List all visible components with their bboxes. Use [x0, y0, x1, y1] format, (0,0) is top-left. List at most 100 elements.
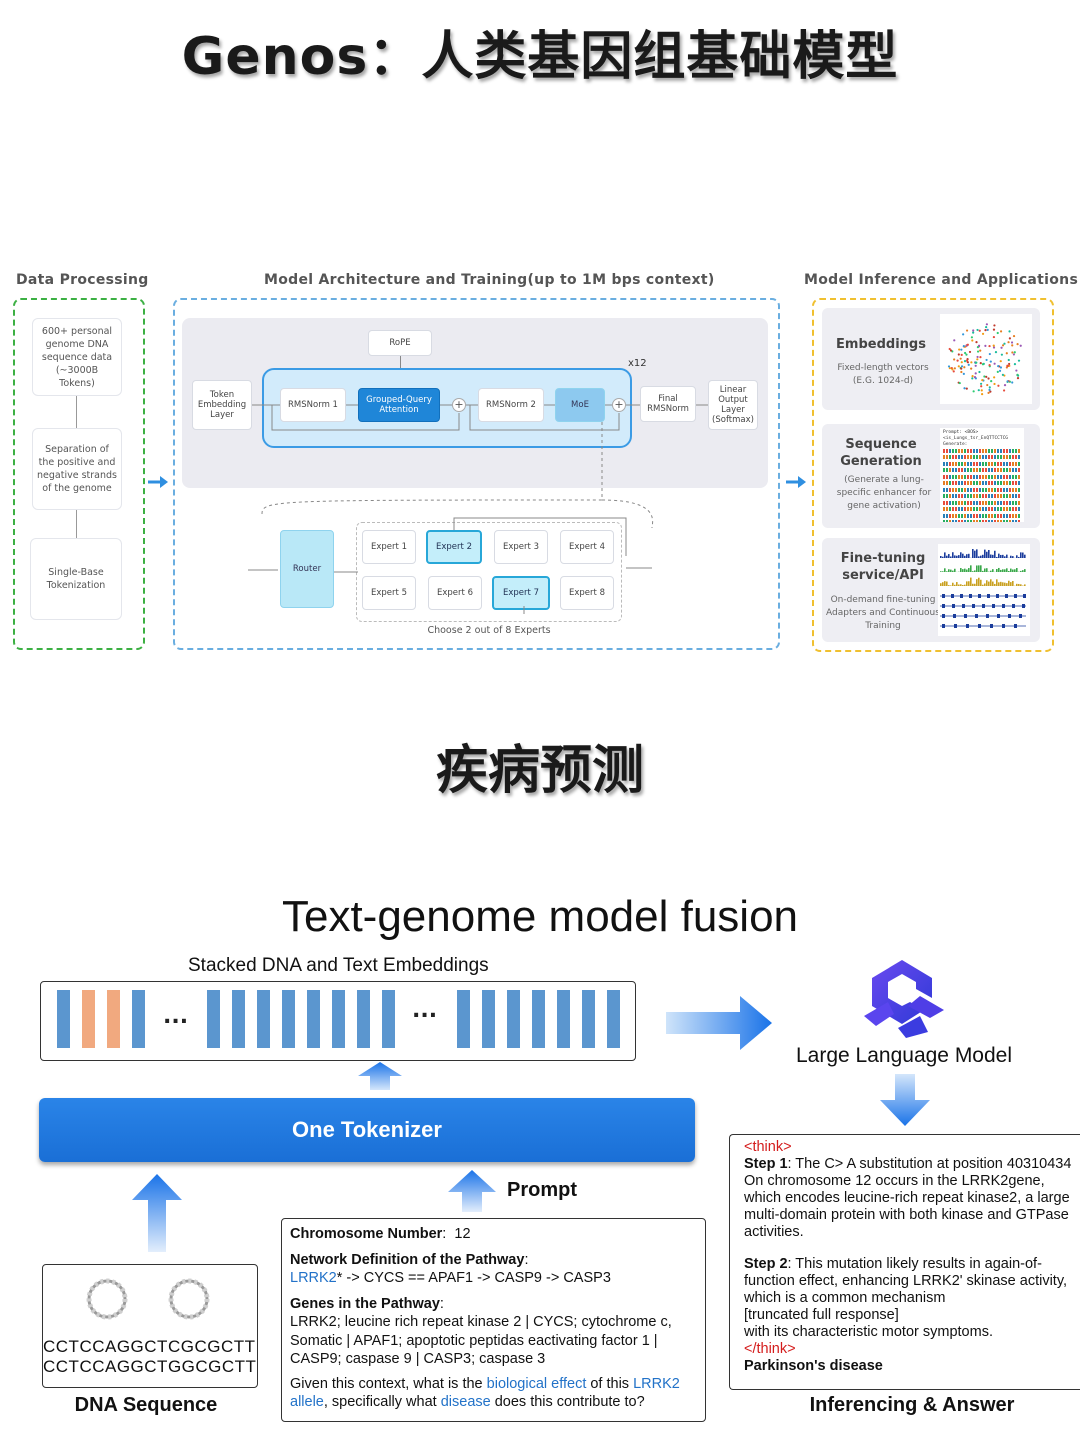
track-mark: [1008, 614, 1011, 618]
seq-base: [970, 494, 972, 498]
seq-base: [994, 500, 996, 505]
embedding-bar: [482, 990, 495, 1048]
seq-base: [991, 474, 993, 479]
track-mark: [1018, 583, 1020, 586]
track-mark: [946, 581, 948, 586]
track-mark: [996, 579, 998, 586]
seq-base: [970, 520, 972, 522]
scatter-dot: [1011, 351, 1014, 354]
seq-base: [955, 520, 957, 522]
scatter-dot: [988, 344, 991, 348]
seq-base: [1003, 507, 1005, 511]
seq-base: [952, 461, 954, 466]
seq-base: [1006, 494, 1008, 498]
seq-base: [1009, 487, 1011, 492]
track-mark: [952, 604, 955, 608]
track-mark: [1014, 594, 1017, 598]
track-mark: [992, 604, 995, 608]
llm-logo-icon: [864, 960, 944, 1038]
seq-base: [1000, 455, 1002, 459]
scatter-dot: [956, 359, 959, 362]
chromosome-line: Chromosome Number: 12: [290, 1226, 471, 1242]
seq-base: [970, 481, 972, 485]
seq-generate: Generate:: [943, 442, 968, 447]
track-mark: [984, 583, 986, 586]
network-label: Network Definition of the Pathway: [290, 1251, 525, 1268]
dna-sequence-box: CCTCCAGGCTCGCGCTT CCTCCAGGCTGGCGCTT: [42, 1264, 258, 1388]
track-mark: [1002, 554, 1004, 558]
scatter-dot: [1016, 343, 1019, 346]
seq-base: [955, 494, 957, 498]
seq-base: [988, 513, 990, 518]
question-highlight: LRRK2: [633, 1375, 680, 1392]
seq-base: [988, 455, 990, 459]
step2-text: [truncated full response]: [744, 1307, 899, 1323]
scatter-dot: [970, 336, 974, 339]
seq-base: [946, 494, 948, 498]
seq-base: [949, 481, 951, 485]
track-mark: [970, 565, 972, 572]
seq-base: [1015, 507, 1017, 511]
dp-step-strand-separation: Separation of the positive and negative …: [32, 428, 122, 510]
track-mark: [1016, 583, 1018, 586]
seq-base: [958, 461, 960, 466]
expert-7: Expert 7: [492, 576, 550, 610]
track-mark: [1022, 604, 1025, 608]
seq-base: [967, 513, 969, 518]
scatter-dot: [971, 377, 974, 380]
data-processing-frame: [13, 298, 145, 650]
seq-row: [943, 507, 1021, 513]
expert-1: Expert 1: [362, 530, 416, 564]
scatter-dot: [997, 384, 1000, 387]
seq-base: [1012, 513, 1014, 518]
scatter-dot: [989, 360, 992, 363]
scatter-dot: [1010, 341, 1014, 344]
scatter-dot: [981, 379, 984, 382]
seq-base: [967, 455, 969, 459]
expert-6: Expert 6: [428, 576, 482, 610]
scatter-dot: [993, 382, 996, 386]
track-mark: [942, 624, 945, 628]
embedding-bar: [207, 990, 220, 1048]
question-part: Given this context, what is the: [290, 1375, 487, 1392]
track-mark: [952, 582, 954, 586]
track-mark: [966, 569, 968, 572]
track-mark: [986, 614, 989, 618]
seq-base: [982, 500, 984, 505]
seq-base: [1015, 520, 1017, 522]
scatter-dot: [981, 393, 984, 396]
track-mark: [969, 594, 972, 598]
track-mark: [954, 555, 956, 558]
seq-base: [1003, 481, 1005, 485]
scatter-dot: [979, 356, 982, 359]
embedding-bar: [57, 990, 70, 1048]
seq-base: [949, 455, 951, 459]
scatter-dot: [968, 350, 972, 354]
question-highlight: biological effect: [486, 1375, 587, 1392]
seq-base: [1009, 507, 1011, 511]
scatter-dot: [957, 365, 960, 368]
seq-base: [976, 513, 978, 518]
seq-base: [958, 468, 960, 472]
seq-base: [958, 520, 960, 522]
scatter-dot: [953, 358, 956, 361]
expert-8: Expert 8: [560, 576, 614, 610]
seq-base: [1018, 455, 1020, 459]
seq-base: [970, 468, 972, 472]
app-title-finetuning: Fine-tuning service/API: [840, 551, 926, 583]
seq-base: [961, 494, 963, 498]
scatter-dot: [1012, 334, 1016, 338]
scatter-dot: [988, 363, 991, 367]
scatter-dot: [977, 344, 981, 347]
expert-2: Expert 2: [426, 530, 482, 564]
seq-base: [1000, 474, 1002, 479]
seq-base: [988, 507, 990, 511]
final-answer: Parkinson's disease: [744, 1358, 883, 1374]
scatter-dot: [992, 335, 996, 339]
seq-base: [949, 494, 951, 498]
seq-base: [958, 513, 960, 518]
track-mark: [960, 594, 963, 598]
track-mark: [998, 553, 1000, 558]
track-mark: [962, 585, 964, 586]
seq-row: [943, 474, 1021, 481]
